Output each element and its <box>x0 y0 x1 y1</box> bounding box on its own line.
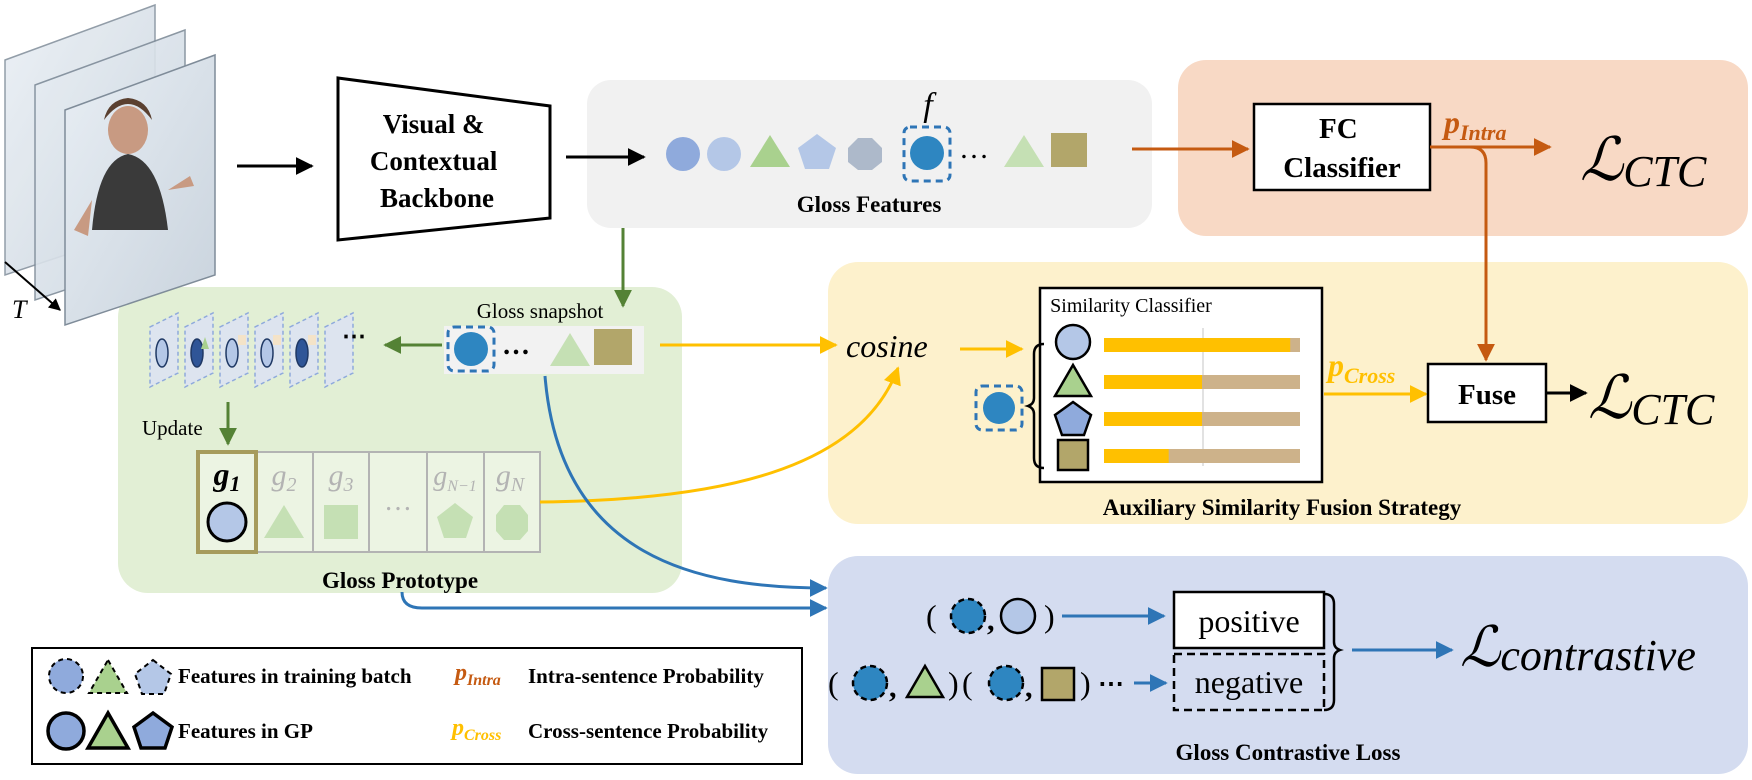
loss-contrastive: ℒcontrastive <box>1460 617 1696 680</box>
svg-text:(: ( <box>828 665 839 701</box>
proto-cell-ellipsis: … <box>384 486 412 517</box>
cosine-label: cosine <box>846 328 928 364</box>
legend-intra-text: Intra-sentence Probability <box>528 664 764 688</box>
svg-text:): ) <box>1080 665 1091 701</box>
snapshot-shapes <box>446 325 632 373</box>
similarity-classifier-title: Similarity Classifier <box>1050 295 1212 317</box>
positive-label: positive <box>1198 603 1299 639</box>
arrow-snapshot-to-contrastive <box>543 375 828 597</box>
feature-ellipsis: … <box>959 132 989 165</box>
positive-pair: ( , ) <box>926 597 1055 637</box>
proto-cell-n-minus-1: gN−1 <box>433 461 476 495</box>
svg-text:(: ( <box>962 665 973 701</box>
contrastive-title: Gloss Contrastive Loss <box>1176 740 1401 765</box>
svg-text:,: , <box>889 671 897 704</box>
negative-box <box>1172 652 1326 712</box>
prototype-grid <box>196 450 541 554</box>
svg-text:,: , <box>1025 671 1033 704</box>
similarity-brace <box>1024 342 1045 470</box>
similarity-shapes <box>1052 323 1094 472</box>
negative-label: negative <box>1195 664 1303 700</box>
contrastive-brace <box>1323 592 1344 712</box>
arrow-intra-to-fuse <box>1469 145 1495 362</box>
arrow-prototype-to-cosine <box>539 366 901 504</box>
legend-p-intra: pIntra <box>453 660 501 689</box>
fuse-label: Fuse <box>1458 379 1516 411</box>
similarity-bar-fill <box>1104 412 1202 426</box>
arrow-prototype-to-contrastive <box>400 591 828 617</box>
time-axis-label: T <box>12 295 28 324</box>
fc-classifier-label: FC Classifier <box>1283 113 1401 184</box>
negative-pairs: ( , ) ( , ) <box>828 663 1091 704</box>
proto-cell-n: gN <box>496 459 526 496</box>
legend-p-cross: pCross <box>450 715 501 744</box>
loss-ctc-top: ℒCTC <box>1580 127 1707 196</box>
similarity-bar-fill <box>1104 449 1169 463</box>
update-label: Update <box>142 416 203 440</box>
video-frames <box>4 3 216 327</box>
gloss-prototype-title: Gloss Prototype <box>322 568 478 593</box>
proto-cell-2: g2 <box>272 459 297 496</box>
loss-ctc-fused: ℒCTC <box>1588 365 1715 434</box>
queue-ellipsis: ⋯ <box>342 324 366 350</box>
proto-cell-1: g1 <box>213 456 241 496</box>
legend-gp-label: Features in GP <box>178 719 313 743</box>
similarity-bars <box>1104 338 1300 463</box>
svg-text:,: , <box>987 604 995 637</box>
proto-cell-3: g3 <box>329 459 354 496</box>
snapshot-ellipsis: … <box>502 330 530 361</box>
svg-text:): ) <box>1044 598 1055 634</box>
prototype-queue <box>149 311 354 389</box>
positive-box <box>1172 590 1326 650</box>
legend-batch-label: Features in training batch <box>178 664 412 688</box>
svg-text:(: ( <box>926 598 937 634</box>
gloss-features-title: Gloss Features <box>797 192 942 217</box>
backbone-trapezoid <box>336 76 552 242</box>
time-axis-line <box>4 261 61 311</box>
fc-classifier-box <box>1252 102 1432 192</box>
p-intra-label: pIntra <box>1441 104 1506 145</box>
gloss-snapshot-label: Gloss snapshot <box>477 299 604 323</box>
negative-ellipsis: ⋯ <box>1098 669 1124 698</box>
similarity-query <box>974 384 1024 432</box>
fusion-title: Auxiliary Similarity Fusion Strategy <box>1103 495 1462 520</box>
similarity-bar-fill <box>1104 375 1202 389</box>
similarity-bar-fill <box>1104 338 1291 352</box>
legend-gp-shapes <box>46 709 175 751</box>
p-cross-label: pCross <box>1325 347 1395 388</box>
gloss-feature-shapes <box>666 125 1087 183</box>
contrastive-panel <box>828 556 1748 774</box>
legend-batch-shapes <box>48 657 173 695</box>
backbone-label: Visual & Contextual Backbone <box>370 109 504 213</box>
legend-cross-text: Cross-sentence Probability <box>528 719 769 743</box>
svg-text:): ) <box>948 665 959 701</box>
